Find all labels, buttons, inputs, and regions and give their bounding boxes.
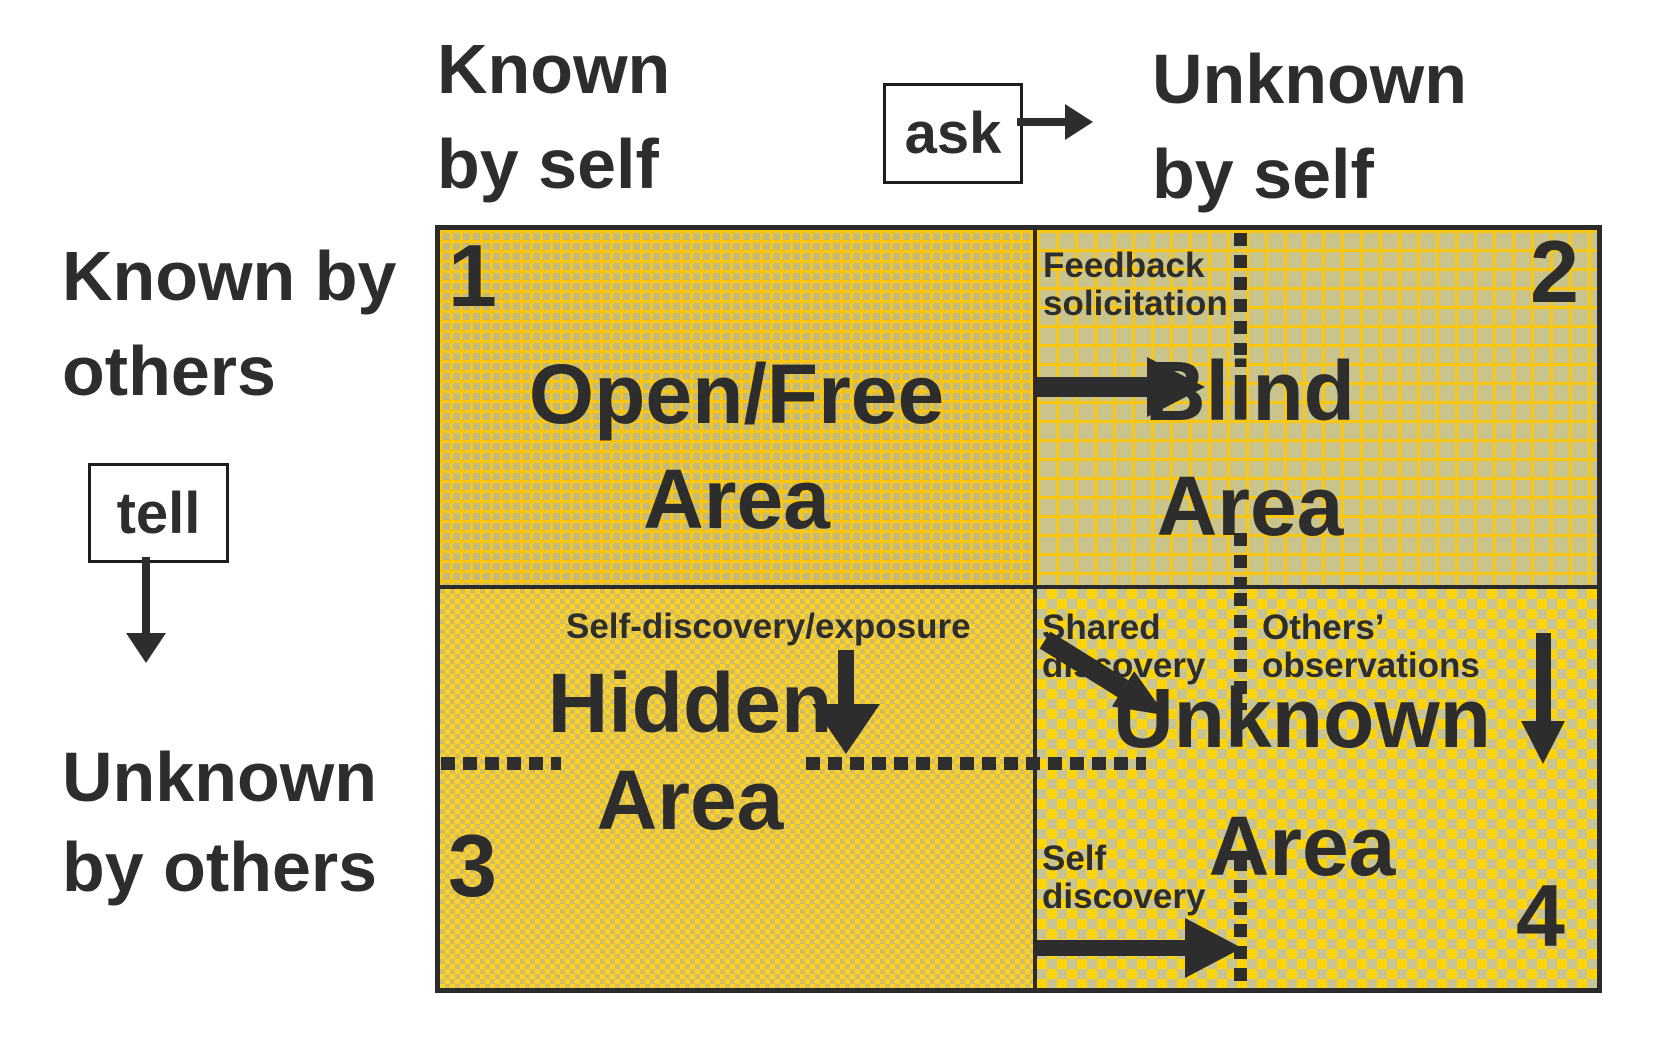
axis-label-unknown-by-others: Unknown by others xyxy=(62,738,378,906)
quadrant-2-title: Blind Area xyxy=(1145,344,1355,553)
dotted-line-q3-left xyxy=(441,757,561,770)
tell-label: tell xyxy=(116,480,201,546)
quadrant-3-title: Hidden Area xyxy=(547,656,833,847)
dotted-line-q2-upper xyxy=(1234,233,1247,355)
axis-label-known-by-self: Known by self xyxy=(437,30,671,203)
quadrant-1-number: 1 xyxy=(448,226,497,325)
quadrant-blind-background xyxy=(1037,230,1597,585)
self-discovery-exposure-arrow-head xyxy=(812,704,880,754)
others-observations-arrow xyxy=(1536,633,1551,721)
ask-label: ask xyxy=(904,101,1002,166)
others-observations-arrow-head xyxy=(1521,721,1565,764)
feedback-arrow xyxy=(1037,377,1147,397)
quadrant-open-free-background xyxy=(440,230,1033,585)
quadrant-hidden-background xyxy=(440,589,1033,988)
self-discovery-arrow xyxy=(1037,940,1185,956)
axis-label-unknown-by-self: Unknown by self xyxy=(1152,40,1467,213)
others-observations-label: Others’ observations xyxy=(1262,608,1480,685)
quadrant-4-number: 4 xyxy=(1516,866,1565,965)
horizontal-divider xyxy=(440,585,1597,589)
quadrant-4-title: Unknown Area xyxy=(1113,671,1491,893)
vertical-divider xyxy=(1033,230,1037,988)
axis-label-known-by-others: Known by others xyxy=(62,237,397,410)
quadrant-1-title: Open/Free Area xyxy=(528,347,945,546)
tell-box: tell xyxy=(88,463,229,563)
tell-arrow-head xyxy=(126,633,166,663)
dotted-line-q4-upper xyxy=(1234,593,1247,710)
dotted-line-q2-lower xyxy=(1234,533,1247,585)
dotted-line-q3-right xyxy=(806,757,1146,770)
self-discovery-arrow-head xyxy=(1185,918,1242,978)
self-discovery-exposure-arrow xyxy=(838,650,854,704)
ask-box: ask xyxy=(883,83,1023,184)
quadrant-2-number: 2 xyxy=(1530,222,1579,321)
ask-arrow-head xyxy=(1065,104,1093,140)
feedback-solicitation-label: Feedback solicitation xyxy=(1043,246,1228,323)
self-discovery-label: Self discovery xyxy=(1042,839,1206,916)
self-discovery-exposure-label: Self-discovery/exposure xyxy=(566,607,971,646)
quadrant-unknown-background xyxy=(1037,589,1597,988)
johari-grid xyxy=(435,225,1602,993)
shared-discovery-label: Shared discovery xyxy=(1042,608,1206,685)
ask-arrow xyxy=(1017,118,1065,126)
tell-arrow xyxy=(142,557,150,633)
feedback-arrow-head xyxy=(1147,357,1205,417)
quadrant-3-number: 3 xyxy=(448,816,497,915)
